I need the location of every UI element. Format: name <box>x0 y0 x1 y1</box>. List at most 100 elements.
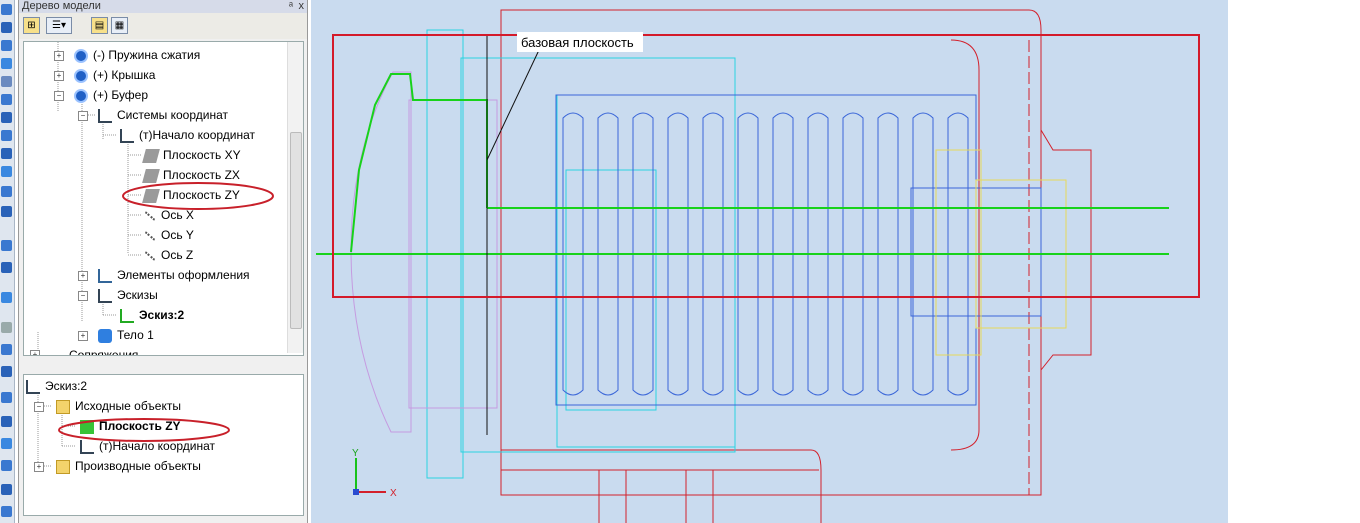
body-icon <box>98 328 112 343</box>
collapse-toggle[interactable]: − <box>34 402 44 412</box>
tree-view-mode-dropdown[interactable]: ☰▾ <box>46 17 72 34</box>
pin-icon[interactable]: ᵃ <box>288 0 293 12</box>
selection-rectangle <box>332 34 1200 298</box>
expand-toggle[interactable]: + <box>34 462 44 472</box>
canvas-background <box>311 0 1228 523</box>
tree-item-source-plane-zy[interactable]: Плоскость ZY <box>80 417 181 435</box>
toolbar-tool-icon[interactable] <box>1 206 12 217</box>
tree-item-plane-zy[interactable]: Плоскость ZY <box>142 186 240 204</box>
tree-item-axis-z[interactable]: Ось Z <box>144 246 193 264</box>
model-viewport[interactable]: базовая плоскость Y X <box>311 0 1228 523</box>
toolbar-tool-icon[interactable] <box>1 240 12 251</box>
toolbar-tool-icon[interactable] <box>1 112 12 123</box>
sketch-icon <box>26 379 40 394</box>
tree-item-plane-zx[interactable]: Плоскость ZX <box>142 166 240 184</box>
toolbar-tool-icon[interactable] <box>1 148 12 159</box>
close-icon[interactable]: x <box>298 0 305 12</box>
tree-item-label: (т)Начало координат <box>139 128 256 142</box>
expand-toggle[interactable]: + <box>78 271 88 281</box>
tree-item-label: (т)Начало координат <box>99 439 216 453</box>
tree-item-axis-y[interactable]: Ось Y <box>144 226 194 244</box>
annotation-label: базовая плоскость <box>521 35 634 50</box>
green-sketch <box>316 73 1169 255</box>
expand-toggle[interactable]: + <box>78 331 88 341</box>
toolbar-tool-icon[interactable] <box>1 22 12 33</box>
tree-item-label: Ось Z <box>161 248 194 262</box>
tree-item-label: Эскиз:2 <box>139 308 185 322</box>
collapse-toggle[interactable]: − <box>78 291 88 301</box>
tree-item-label: Ось X <box>161 208 194 222</box>
toolbar-tool-icon[interactable] <box>1 484 12 495</box>
toolbar-tool-icon[interactable] <box>1 366 12 377</box>
tree-item-buffer[interactable]: (+) Буфер <box>74 86 148 104</box>
tree-item-label: Исходные объекты <box>75 399 181 413</box>
expand-toggle[interactable]: + <box>54 71 64 81</box>
tree-item-label: Производные объекты <box>75 459 201 473</box>
tree-item-source-origin[interactable]: (т)Начало координат <box>80 437 215 455</box>
tree-item-label: Плоскость XY <box>163 148 241 162</box>
toolbar-tool-icon[interactable] <box>1 94 12 105</box>
axis-icon <box>144 231 156 241</box>
toolbar-tool-icon[interactable] <box>1 4 12 15</box>
toolbar-tool-icon[interactable] <box>1 292 12 303</box>
tree-item-origin[interactable]: (т)Начало координат <box>120 126 255 144</box>
model-drawing: базовая плоскость Y X <box>311 0 1228 523</box>
panel-title-bar: Дерево модели ᵃ x <box>19 0 307 13</box>
tree-item-coordinate-systems[interactable]: Системы координат <box>98 106 228 124</box>
tree-item-source-objects[interactable]: Исходные объекты <box>56 397 181 415</box>
housing-part <box>500 9 1092 523</box>
toolbar-tool-icon[interactable] <box>1 76 12 87</box>
model-tree-top: + (-) Пружина сжатия + (+) Крышка − (+) … <box>23 41 304 356</box>
tree-scrollbar[interactable] <box>287 42 303 353</box>
tree-item-cover[interactable]: (+) Крышка <box>74 66 155 84</box>
toolbar-tool-icon[interactable] <box>1 186 12 197</box>
toolbar-tool-icon[interactable] <box>1 392 12 403</box>
tree-structure-button[interactable]: ⊞ <box>23 17 40 34</box>
toolbar-tool-icon[interactable] <box>1 58 12 69</box>
tree-item-label: Ось Y <box>161 228 194 242</box>
tree-item-label: Плоскость ZY <box>99 419 181 433</box>
tree-item-sketch-2-root[interactable]: Эскиз:2 <box>26 377 87 395</box>
tree-item-derived-objects[interactable]: Производные объекты <box>56 457 201 475</box>
tree-item-label: (+) Буфер <box>93 88 149 102</box>
tree-item-annotations[interactable]: Элементы оформления <box>98 266 250 284</box>
toolbar-tool-icon[interactable] <box>1 130 12 141</box>
tree-item-label: Эскизы <box>117 288 158 302</box>
toolbar-tool-icon[interactable] <box>1 262 12 273</box>
plane-icon <box>142 168 160 183</box>
toolbar-tool-icon[interactable] <box>1 416 12 427</box>
toolbar-tool-icon[interactable] <box>1 322 12 333</box>
collapse-toggle[interactable]: − <box>78 111 88 121</box>
toolbar-tool-icon[interactable] <box>1 438 12 449</box>
tree-item-label: Элементы оформления <box>117 268 250 282</box>
collapse-toggle[interactable]: − <box>54 91 64 101</box>
toolbar-tool-icon[interactable] <box>1 166 12 177</box>
tree-item-plane-xy[interactable]: Плоскость XY <box>142 146 241 164</box>
tree-item-axis-x[interactable]: Ось X <box>144 206 194 224</box>
folder-icon <box>56 399 70 414</box>
toolbar-tool-icon[interactable] <box>1 40 12 51</box>
annotation-icon <box>98 268 112 283</box>
tree-item-body-1[interactable]: Тело 1 <box>98 326 154 344</box>
model-tree-bottom: Эскиз:2 − Исходные объекты Плоскость ZY … <box>23 374 304 516</box>
origin-icon <box>80 439 94 454</box>
tree-filter-button[interactable]: ▦ <box>111 17 128 34</box>
expand-toggle[interactable]: + <box>30 350 40 355</box>
sketch-icon <box>120 308 134 323</box>
part-icon <box>74 48 88 63</box>
panel-splitter[interactable] <box>23 356 302 372</box>
tree-item-sketch-2[interactable]: Эскиз:2 <box>120 306 184 324</box>
tree-item-sketches[interactable]: Эскизы <box>98 286 158 304</box>
scroll-thumb[interactable] <box>290 132 302 329</box>
axis-triad: Y X <box>352 448 397 499</box>
tree-split-view-button[interactable]: ▤ <box>91 17 108 34</box>
expand-toggle[interactable]: + <box>54 51 64 61</box>
tree-item-spring[interactable]: (-) Пружина сжатия <box>74 46 200 64</box>
axis-x-label: X <box>390 488 397 499</box>
toolbar-tool-icon[interactable] <box>1 460 12 471</box>
tree-item-label: Эскиз:2 <box>45 379 88 393</box>
toolbar-tool-icon[interactable] <box>1 506 12 517</box>
toolbar-tool-icon[interactable] <box>1 344 12 355</box>
tree-item-mates[interactable]: Сопряжения <box>50 346 138 355</box>
plane-icon <box>142 188 160 203</box>
